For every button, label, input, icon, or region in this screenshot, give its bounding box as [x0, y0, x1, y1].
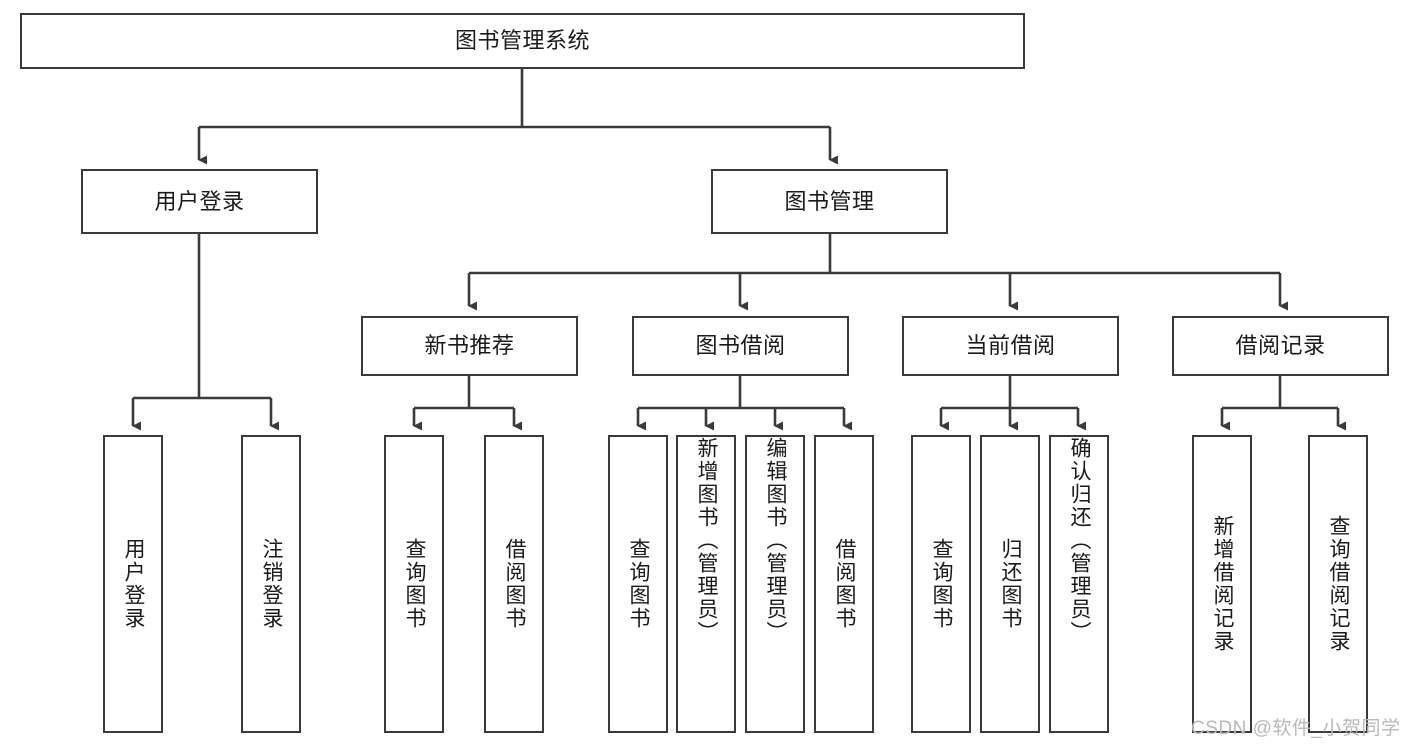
node-book-management[interactable]: 图书管理 [711, 169, 948, 234]
node-leaf-borrow-books[interactable]: 借阅图书 [814, 435, 874, 733]
node-label: 图书管理系统 [454, 28, 590, 54]
node-leaf-edit-book-admin[interactable]: 编辑图书（管理员） [745, 435, 805, 733]
node-leaf-borrow-books-new[interactable]: 借阅图书 [484, 435, 544, 733]
node-leaf-user-login[interactable]: 用户登录 [103, 435, 163, 733]
node-label: 新增借阅记录 [1211, 515, 1235, 653]
node-leaf-query-books-borrow[interactable]: 查询图书 [608, 435, 668, 733]
node-label: 借阅图书 [503, 538, 527, 630]
node-label: 新书推荐 [424, 333, 515, 359]
node-label: 新增图书（管理员） [695, 437, 719, 644]
node-label: 确认归还（管理员） [1068, 437, 1092, 644]
node-book-borrowing[interactable]: 图书借阅 [632, 316, 849, 376]
node-label: 借阅记录 [1235, 333, 1326, 359]
node-new-book-recommendation[interactable]: 新书推荐 [361, 316, 578, 376]
node-label: 借阅图书 [833, 538, 857, 630]
node-book-management-system[interactable]: 图书管理系统 [20, 13, 1025, 69]
node-label: 查询图书 [930, 538, 954, 630]
node-label: 查询借阅记录 [1327, 515, 1351, 653]
node-leaf-add-book-admin[interactable]: 新增图书（管理员） [676, 435, 736, 733]
node-label: 用户登录 [154, 188, 245, 214]
node-leaf-confirm-return-admin[interactable]: 确认归还（管理员） [1049, 435, 1109, 733]
watermark-text: CSDN @软件_小贺同学 [1191, 718, 1401, 739]
node-leaf-query-books-current[interactable]: 查询图书 [911, 435, 971, 733]
node-current-borrowing[interactable]: 当前借阅 [902, 316, 1119, 376]
node-label: 查询图书 [403, 538, 427, 630]
node-leaf-query-books-new[interactable]: 查询图书 [384, 435, 444, 733]
node-leaf-add-borrow-record[interactable]: 新增借阅记录 [1192, 435, 1252, 733]
node-leaf-logout[interactable]: 注销登录 [241, 435, 301, 733]
node-label: 注销登录 [260, 538, 284, 630]
node-label: 图书借阅 [695, 333, 786, 359]
node-borrow-records[interactable]: 借阅记录 [1172, 316, 1389, 376]
node-leaf-query-borrow-record[interactable]: 查询借阅记录 [1308, 435, 1368, 733]
node-label: 归还图书 [999, 538, 1023, 630]
node-label: 用户登录 [122, 538, 146, 630]
node-user-login[interactable]: 用户登录 [81, 169, 318, 234]
node-leaf-return-books[interactable]: 归还图书 [980, 435, 1040, 733]
node-label: 图书管理 [784, 188, 875, 214]
node-label: 当前借阅 [965, 333, 1056, 359]
node-label: 编辑图书（管理员） [764, 437, 788, 644]
node-label: 查询图书 [627, 538, 651, 630]
